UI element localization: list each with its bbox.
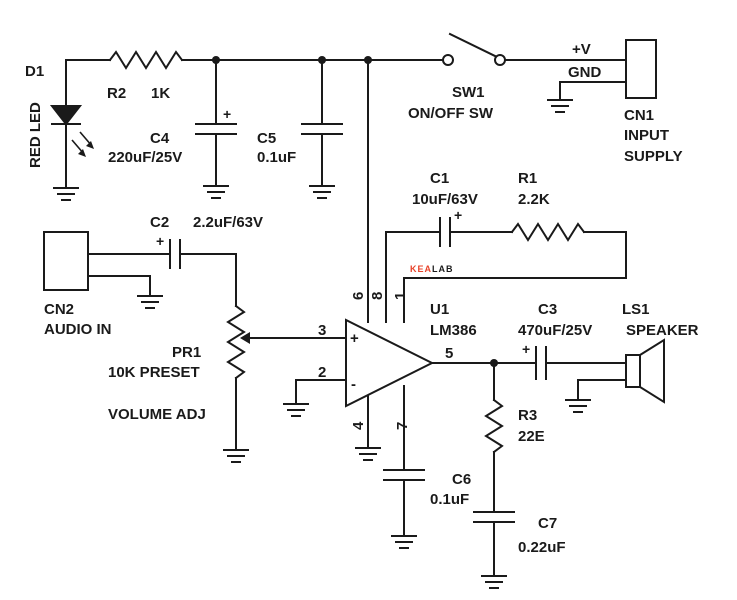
u1-plus-input-label: + bbox=[350, 330, 359, 347]
pin-number: 3 bbox=[318, 322, 326, 339]
r2-ref-label: R2 bbox=[107, 85, 126, 102]
ls1-speaker-symbol bbox=[625, 338, 665, 404]
cn1-ref-label: CN1 bbox=[624, 107, 654, 124]
c1-value-label: 10uF/63V bbox=[412, 191, 478, 208]
c5-ref-label: C5 bbox=[257, 130, 276, 147]
cn1-line1-label: INPUT bbox=[624, 127, 669, 144]
ground-symbol bbox=[137, 295, 163, 309]
c3-value-label: 470uF/25V bbox=[518, 322, 592, 339]
u1-ref-label: U1 bbox=[430, 301, 449, 318]
r3-ref-label: R3 bbox=[518, 407, 537, 424]
c3-capacitor-symbol bbox=[535, 346, 627, 380]
ground-symbol bbox=[565, 399, 591, 413]
c4-ref-label: C4 bbox=[150, 130, 170, 147]
r2-resistor-symbol bbox=[108, 50, 184, 70]
pin-number: 1 bbox=[392, 292, 409, 300]
u1-minus-input-label: - bbox=[351, 376, 356, 393]
d1-led-symbol bbox=[49, 105, 94, 189]
c1-polarity-mark: + bbox=[454, 207, 462, 223]
sw1-value-label: ON/OFF SW bbox=[408, 105, 494, 122]
c6-ref-label: C6 bbox=[452, 471, 471, 488]
d1-ref-label: D1 bbox=[25, 63, 44, 80]
r1-resistor-symbol bbox=[510, 222, 586, 242]
c3-polarity-mark: + bbox=[522, 341, 530, 357]
pin-number: 7 bbox=[394, 422, 411, 430]
pr1-note-label: VOLUME ADJ bbox=[108, 406, 206, 423]
ground-symbol bbox=[481, 575, 507, 589]
pr1-value-label: 10K PRESET bbox=[108, 364, 200, 381]
sw1-switch-symbol bbox=[442, 32, 506, 66]
ground-symbol bbox=[391, 535, 417, 549]
c5-capacitor-symbol bbox=[301, 59, 343, 187]
c2-value-label: 2.2uF/63V bbox=[193, 214, 263, 231]
power-rail bbox=[65, 50, 627, 107]
cn2-connector-symbol bbox=[43, 231, 89, 291]
pin-number: 2 bbox=[318, 364, 326, 381]
c4-capacitor-symbol bbox=[195, 59, 237, 187]
r3-value-label: 22E bbox=[518, 428, 545, 445]
c7-capacitor-symbol bbox=[473, 511, 515, 577]
pr1-preset-symbol bbox=[226, 304, 347, 451]
c6-value-label: 0.1uF bbox=[430, 491, 469, 508]
cn2-ref-label: CN2 bbox=[44, 301, 74, 318]
c7-value-label: 0.22uF bbox=[518, 539, 566, 556]
c4-polarity-mark: + bbox=[223, 106, 231, 122]
cn1-connector-symbol bbox=[625, 39, 657, 99]
d1-value-label: RED LED bbox=[27, 102, 44, 168]
pin-number: 4 bbox=[350, 421, 367, 430]
c5-value-label: 0.1uF bbox=[257, 149, 296, 166]
sw1-ref-label: SW1 bbox=[452, 84, 485, 101]
c4-value-label: 220uF/25V bbox=[108, 149, 182, 166]
pin-number: 8 bbox=[369, 292, 386, 300]
pin-number: 5 bbox=[445, 345, 453, 362]
c2-polarity-mark: + bbox=[156, 233, 164, 249]
feedback-network bbox=[385, 217, 627, 323]
ls1-value-label: SPEAKER bbox=[626, 322, 699, 339]
r2-value-label: 1K bbox=[151, 85, 170, 102]
ground-symbol bbox=[53, 187, 79, 201]
cn1-pin-v-label: +V bbox=[572, 41, 591, 58]
ground-symbol bbox=[547, 99, 573, 113]
pr1-ref-label: PR1 bbox=[172, 344, 201, 361]
pin-number: 6 bbox=[350, 292, 367, 300]
c1-ref-label: C1 bbox=[430, 170, 449, 187]
svg-text:KEALAB: KEALAB bbox=[410, 264, 454, 274]
u1-value-label: LM386 bbox=[430, 322, 477, 339]
c3-ref-label: C3 bbox=[538, 301, 557, 318]
r1-ref-label: R1 bbox=[518, 170, 537, 187]
r1-value-label: 2.2K bbox=[518, 191, 550, 208]
u1-opamp-symbol bbox=[345, 318, 435, 408]
c7-ref-label: C7 bbox=[538, 515, 557, 532]
c2-capacitor-symbol bbox=[169, 239, 237, 307]
ground-symbol bbox=[355, 447, 381, 461]
c6-capacitor-symbol bbox=[383, 385, 425, 537]
kealab-logo: KEALAB bbox=[410, 264, 454, 274]
cn2-value-label: AUDIO IN bbox=[44, 321, 112, 338]
r3-resistor-symbol bbox=[484, 362, 504, 513]
ground-symbol bbox=[223, 449, 249, 463]
ground-symbol bbox=[309, 185, 335, 199]
cn1-line2-label: SUPPLY bbox=[624, 148, 683, 165]
ground-symbol bbox=[283, 403, 309, 417]
ls1-ref-label: LS1 bbox=[622, 301, 650, 318]
ground-symbol bbox=[203, 185, 229, 199]
cn1-pin-gnd-label: GND bbox=[568, 64, 602, 81]
c2-ref-label: C2 bbox=[150, 214, 169, 231]
